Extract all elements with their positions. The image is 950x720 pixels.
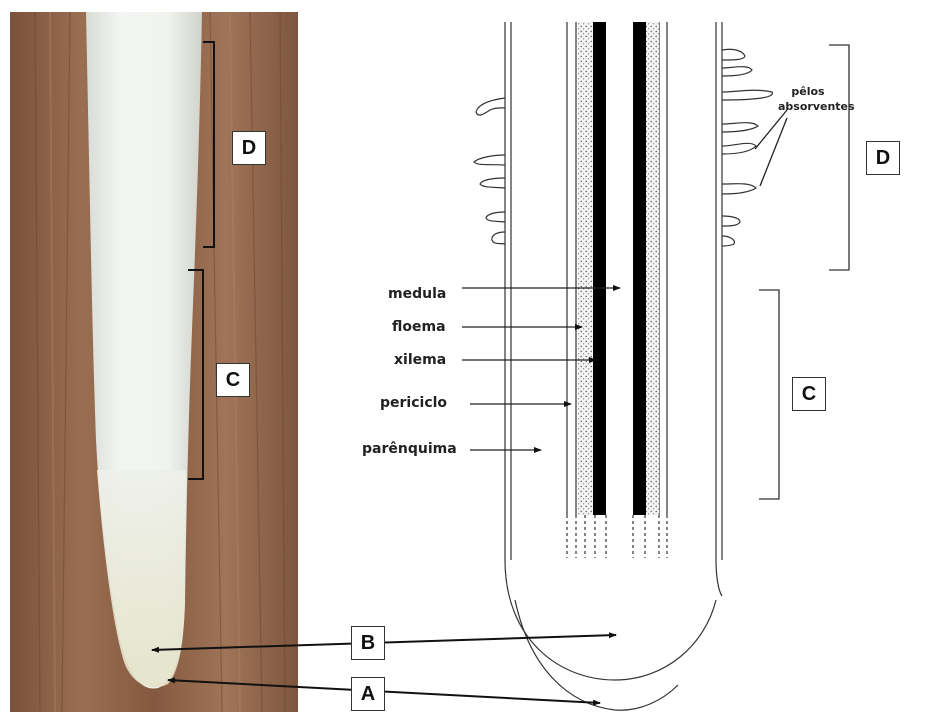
bracket-d-schematic: [829, 45, 849, 270]
xylem-right: [633, 22, 646, 515]
label-root-hairs-line1: pêlos: [778, 84, 838, 99]
root-photo: [10, 12, 298, 712]
label-root-hairs-line2: absorventes: [778, 99, 838, 114]
root-hairs-left: [474, 98, 505, 244]
label-d-photo: D: [232, 131, 266, 165]
label-c-photo: C: [216, 363, 250, 397]
label-a: A: [351, 677, 385, 711]
label-medula: medula: [388, 286, 446, 302]
phloem-right: [646, 22, 659, 515]
xylem-left: [593, 22, 606, 515]
label-floema: floema: [392, 319, 446, 335]
label-b: B: [351, 626, 385, 660]
label-parenquima: parênquima: [362, 441, 457, 457]
label-periciclo: periciclo: [380, 395, 447, 411]
phloem-left: [578, 22, 593, 515]
label-root-hairs: pêlos absorventes: [778, 84, 838, 114]
root-hairs-right: [722, 49, 772, 246]
label-d-schematic: D: [866, 141, 900, 175]
label-xilema: xilema: [394, 352, 446, 368]
root-cap-curve: [515, 600, 678, 710]
bracket-c-schematic: [759, 290, 779, 499]
root-schematic: [505, 22, 722, 560]
label-c-schematic: C: [792, 377, 826, 411]
meristem-curve: [505, 560, 716, 680]
